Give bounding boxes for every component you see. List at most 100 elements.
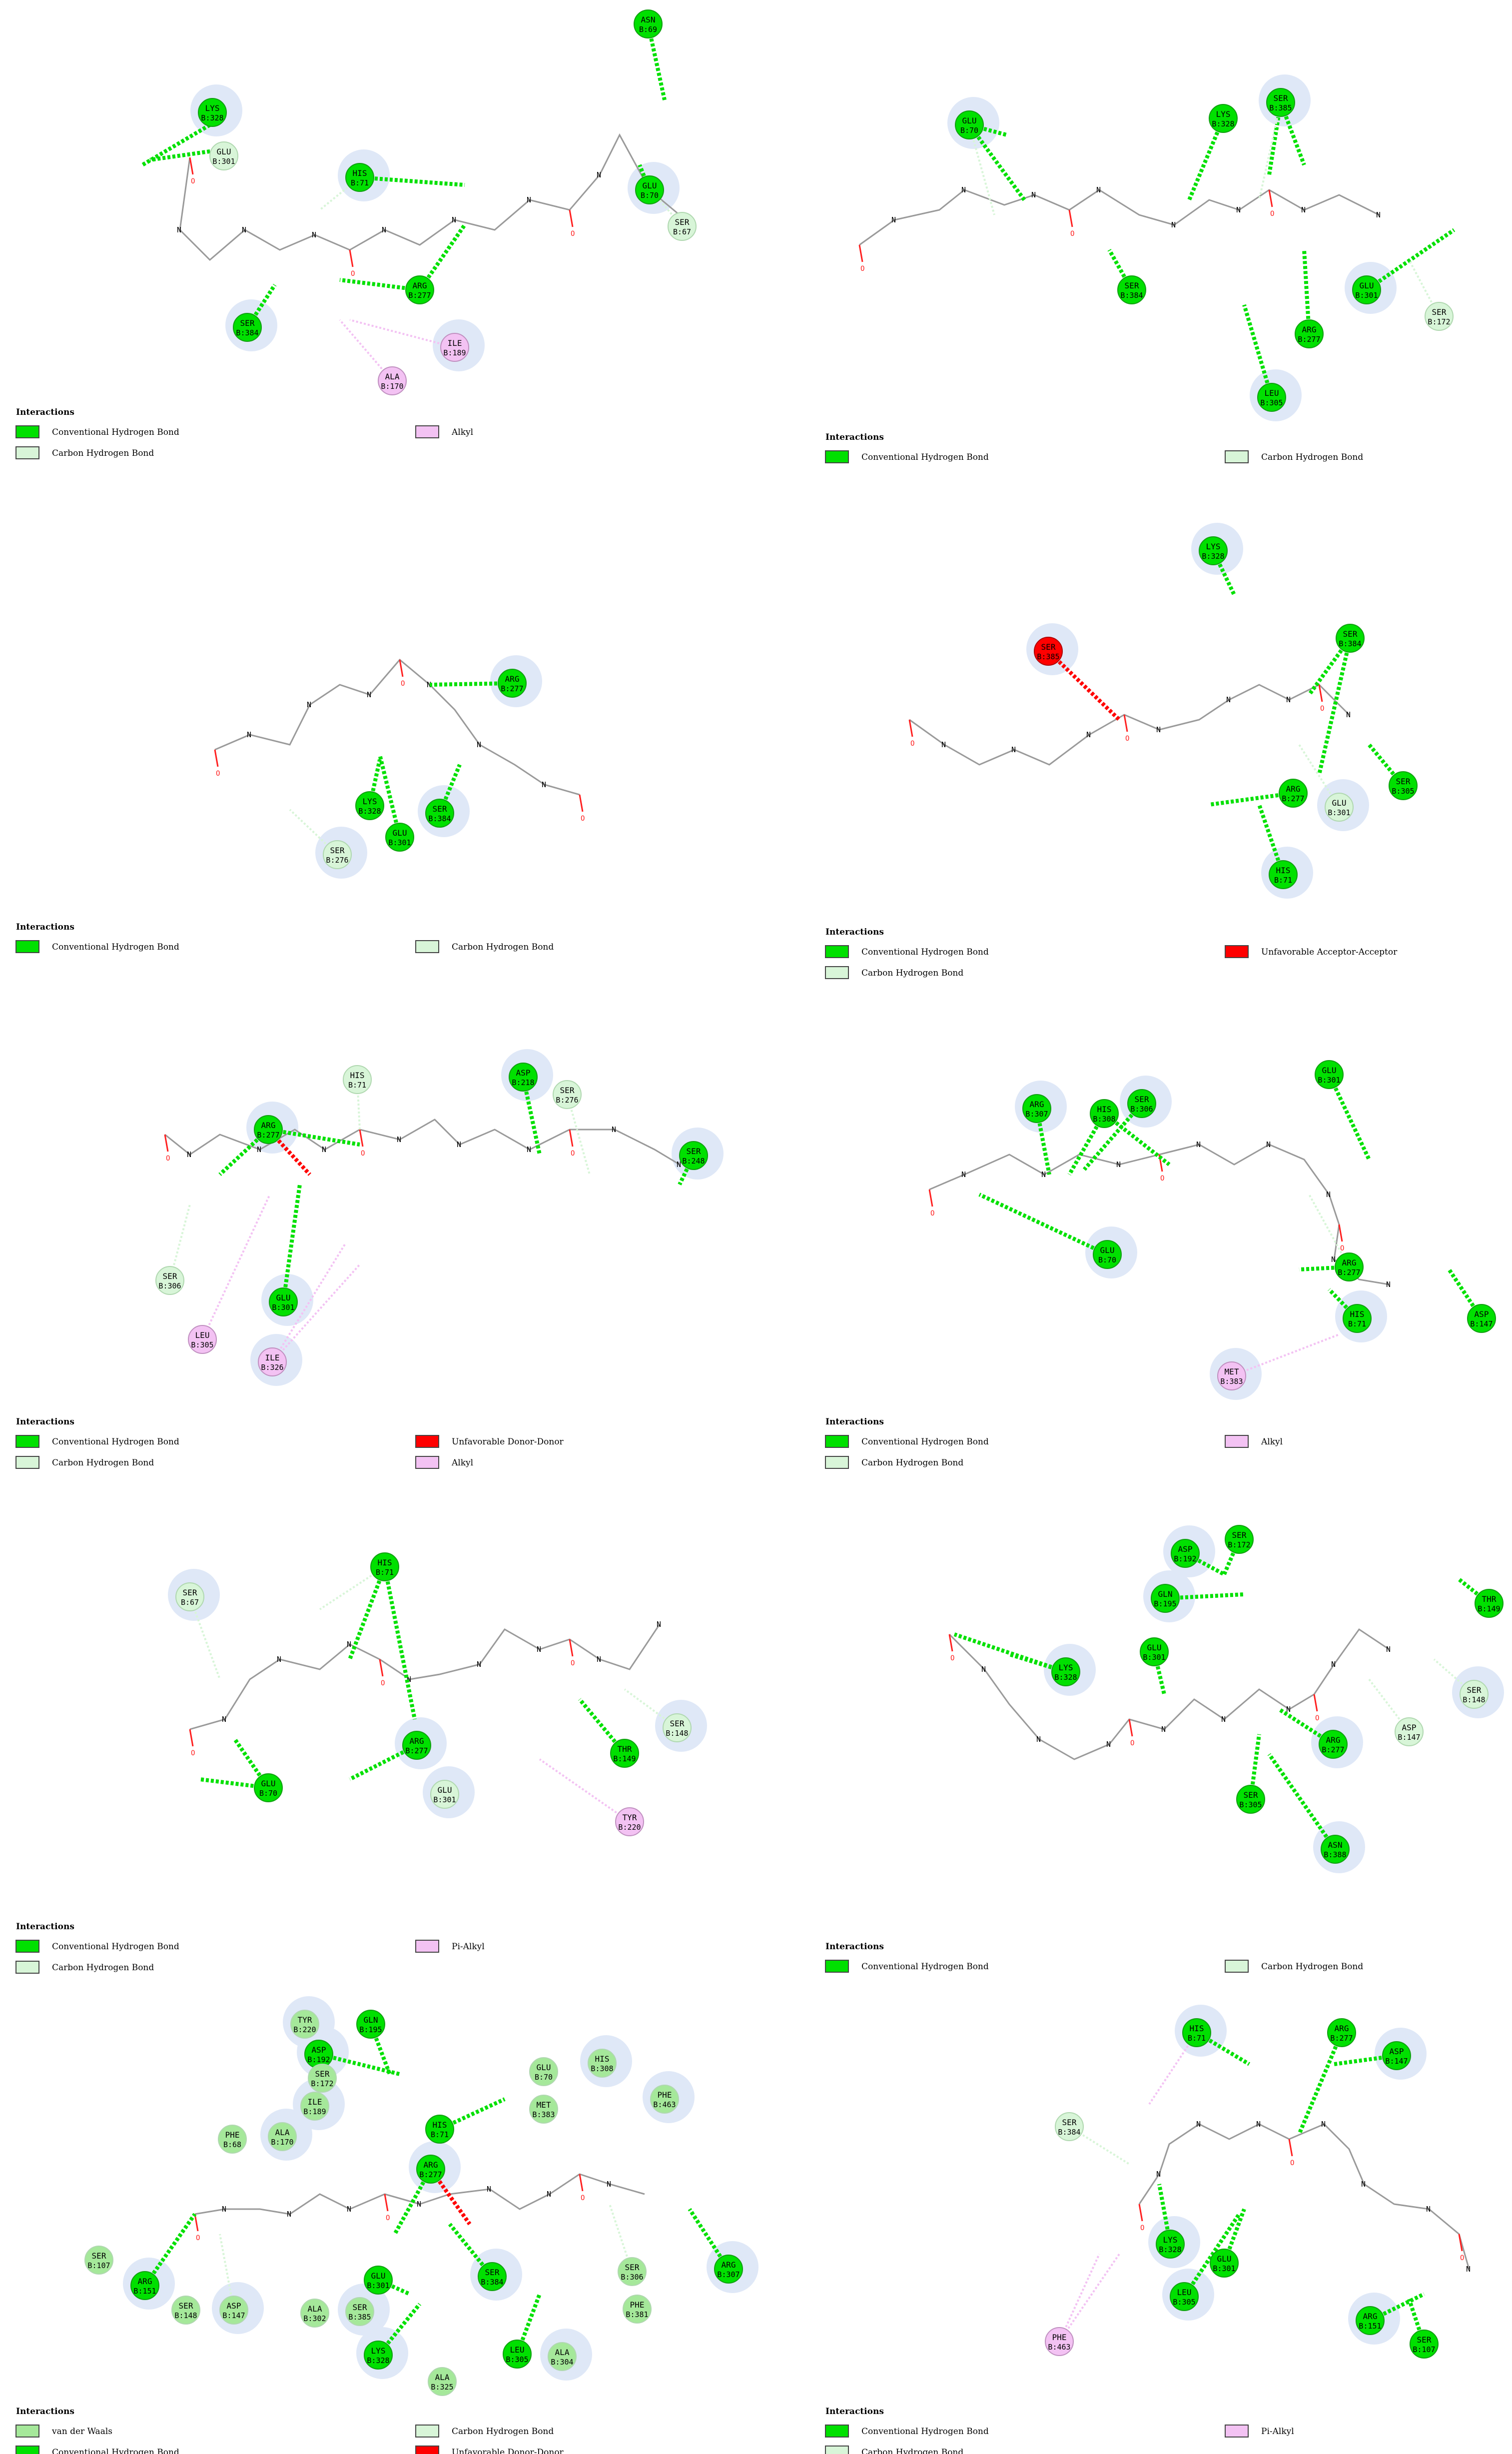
carbonyl-bond bbox=[569, 1639, 574, 1657]
residue-disc bbox=[509, 1063, 538, 1092]
legend-swatch bbox=[415, 1940, 439, 1953]
residue-disc bbox=[1156, 2230, 1185, 2259]
interaction-conv bbox=[245, 283, 277, 329]
residue-id: B:301 bbox=[272, 1303, 294, 1312]
nitrogen-atom: N bbox=[1156, 2170, 1161, 2179]
nitrogen-atom: N bbox=[1386, 1280, 1391, 1289]
residue-name: GLU bbox=[217, 147, 231, 156]
nitrogen-atom: N bbox=[607, 2180, 611, 2189]
nitrogen-atom: N bbox=[677, 1160, 681, 1169]
residue-id: B:385 bbox=[1269, 103, 1292, 112]
interaction-carbon bbox=[189, 1596, 221, 1680]
interaction-conv bbox=[1209, 791, 1294, 807]
residue-id: B:381 bbox=[626, 2310, 648, 2319]
residue-id: B:67 bbox=[673, 227, 691, 236]
legend-swatch bbox=[825, 945, 849, 958]
residue-name: GLU bbox=[1100, 1245, 1115, 1255]
oxygen-atom: O bbox=[216, 770, 220, 778]
legend-swatch bbox=[825, 966, 849, 979]
residue-name: HIS bbox=[1097, 1105, 1112, 1114]
residue-name: SER bbox=[670, 1719, 685, 1728]
interaction-conv bbox=[143, 2213, 197, 2287]
residue-name: ASP bbox=[227, 2301, 241, 2311]
legend-label: Alkyl bbox=[1261, 1437, 1283, 1447]
residue-name: ASP bbox=[1178, 1544, 1193, 1554]
residue-id: B:148 bbox=[666, 1729, 688, 1738]
residue-name: SER bbox=[183, 1588, 197, 1597]
nitrogen-atom: N bbox=[417, 2200, 421, 2209]
residue-name: SER bbox=[687, 1147, 701, 1156]
residue-id: B:149 bbox=[613, 1754, 636, 1763]
residue-id: B:301 bbox=[388, 838, 411, 847]
legend-swatch bbox=[825, 450, 849, 463]
residue-name: LYS bbox=[1206, 542, 1221, 551]
residue-id: B:71 bbox=[351, 178, 369, 187]
residue-name: SER bbox=[1232, 1530, 1247, 1540]
interaction-conv bbox=[967, 123, 1026, 201]
interaction-conv bbox=[1103, 1112, 1171, 1167]
nitrogen-atom: N bbox=[312, 230, 316, 239]
interaction-conv bbox=[1327, 1074, 1371, 1161]
residue-id: B:248 bbox=[682, 1157, 705, 1166]
residue-name: HIS bbox=[353, 168, 367, 178]
nitrogen-atom: N bbox=[247, 730, 251, 739]
oxygen-atom: O bbox=[581, 2194, 585, 2202]
legend-swatch bbox=[15, 1435, 39, 1448]
residue-id: B:328 bbox=[358, 807, 381, 816]
interaction-alkyl bbox=[1231, 1333, 1340, 1377]
interaction-alkyl bbox=[271, 1263, 361, 1363]
nitrogen-atom: N bbox=[222, 1715, 226, 1724]
residue-disc bbox=[254, 1115, 283, 1144]
panel-1: ONNNONNNONNLYSB:328GLUB:301HISB:71ARGB:2… bbox=[15, 9, 697, 459]
residue-id: B:384 bbox=[1339, 639, 1361, 648]
residue-disc bbox=[300, 2299, 329, 2328]
oxygen-atom: O bbox=[1315, 1714, 1319, 1722]
residue-id: B:301 bbox=[433, 1795, 456, 1804]
residue-name: SER bbox=[1125, 281, 1139, 290]
residue-name: HIS bbox=[378, 1558, 392, 1567]
residue-disc bbox=[1382, 2041, 1411, 2070]
nitrogen-atom: N bbox=[537, 1645, 541, 1654]
residue-id: B:172 bbox=[311, 2079, 333, 2088]
residue-name: GLU bbox=[1147, 1643, 1162, 1652]
interaction-carbon bbox=[289, 809, 338, 856]
residue-name: SER bbox=[179, 2301, 193, 2311]
residue-disc bbox=[1269, 860, 1298, 889]
residue-name: LYS bbox=[1059, 1663, 1073, 1672]
residue-name: ARG bbox=[138, 2277, 152, 2286]
residue-disc bbox=[650, 2085, 679, 2114]
residue-id: B:70 bbox=[535, 2073, 553, 2082]
residue-disc bbox=[370, 1552, 399, 1581]
residue-id: B:277 bbox=[1298, 335, 1320, 344]
residue-name: ASP bbox=[1475, 1309, 1489, 1319]
legend-swatch bbox=[415, 1435, 439, 1448]
carbonyl-bond bbox=[349, 249, 354, 267]
residue-id: B:305 bbox=[506, 2355, 528, 2364]
residue-id: B:328 bbox=[1212, 119, 1234, 128]
nitrogen-atom: N bbox=[1011, 745, 1016, 754]
residue-disc bbox=[679, 1141, 708, 1170]
nitrogen-atom: N bbox=[322, 1145, 326, 1154]
